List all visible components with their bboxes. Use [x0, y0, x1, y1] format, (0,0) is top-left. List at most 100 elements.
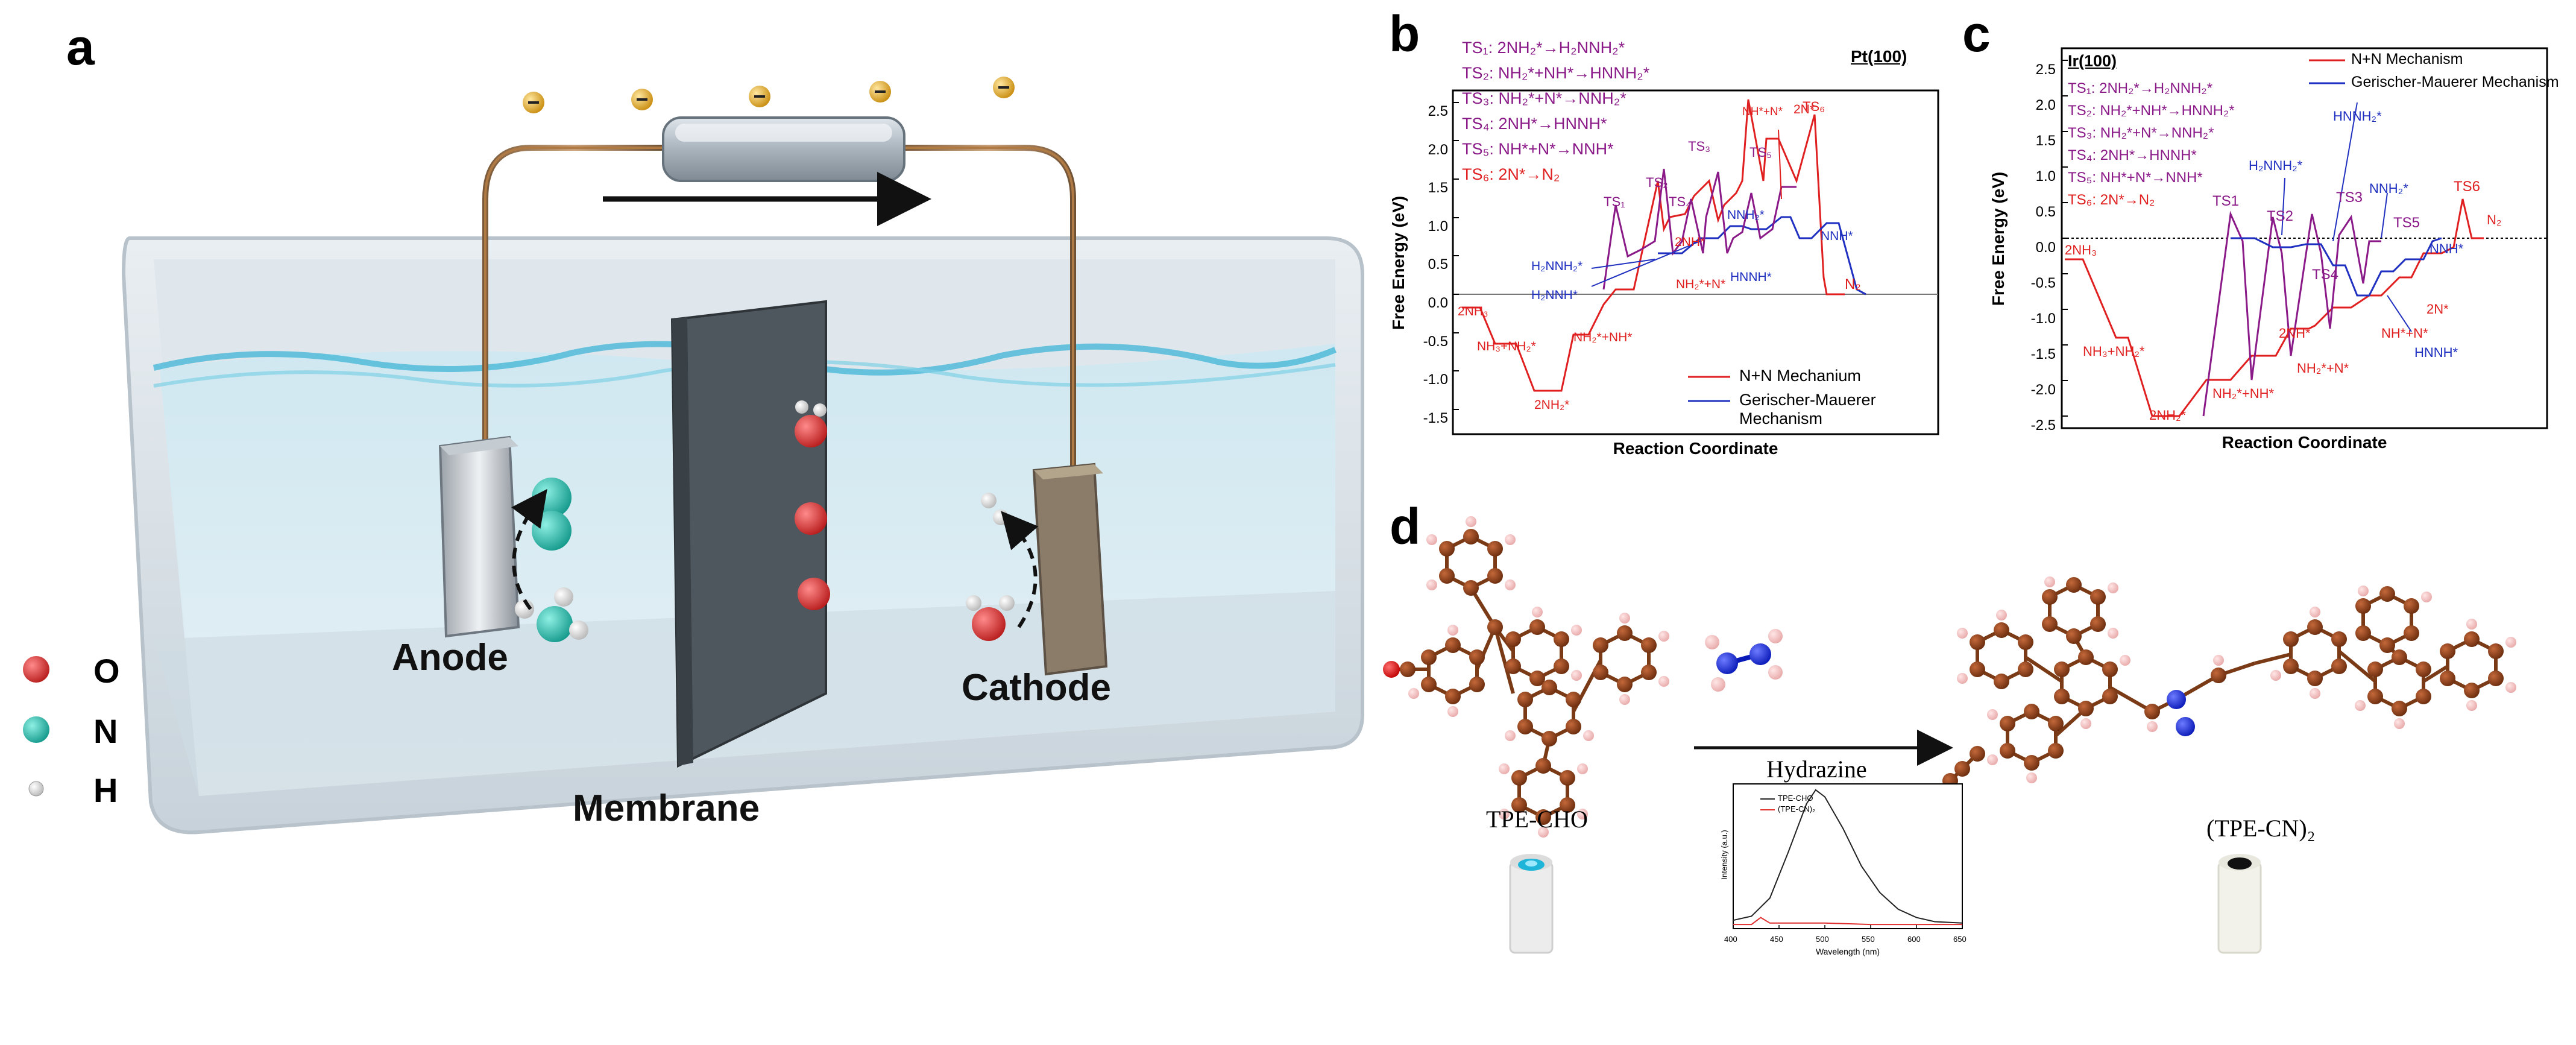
ir-ytick-labels: 2.5 2.0 1.5 1.0 0.5 0.0 -0.5 -1.0 -1.5 -… [2014, 52, 2056, 443]
pt-ytick: 0.5 [1428, 256, 1448, 273]
membrane [670, 300, 827, 768]
ir-lbl-2n: 2N* [2426, 302, 2449, 317]
inset-xtick: 500 [1816, 935, 1829, 944]
ir-ts-peaks [2202, 210, 2381, 417]
ir-lbl-ts5: TS5 [2393, 215, 2420, 231]
ir-lbl-ts6: TS6 [2454, 178, 2481, 195]
inset-legend: TPE-CHO (TPE-CN)₂ [1760, 793, 1815, 815]
ir-ts-list: TS₁: 2NH₂*→H₂NNH₂* TS₂: NH₂*+NH*→HNNH₂* … [2068, 77, 2235, 211]
pt-ytick: 1.0 [1428, 218, 1448, 235]
pt-ts-list: TS₁: 2NH₂*→H₂NNH₂* TS₂: NH₂*+NH*→HNNH₂* … [1462, 35, 1649, 187]
pt-ytick: 2.5 [1428, 103, 1448, 119]
ir-ylabel: Free Energy (eV) [1989, 171, 2008, 306]
vial-tpe-cho [1509, 854, 1554, 954]
right-molecule-label: (TPE-CN)₂ [2206, 815, 2316, 842]
pt-lbl-nhn: NH*+N* [1742, 106, 1783, 118]
ir-energy-diagram [2061, 47, 2548, 429]
ir-legend-nn: N+N Mechanism [2351, 51, 2463, 68]
pt-ytick-labels: 2.5 2.0 1.5 1.0 0.5 0.0 -0.5 -1.0 -1.5 [1405, 92, 1448, 437]
pt-lbl-nh2n: NH₂*+N* [1676, 277, 1726, 291]
legend-o-atom [23, 656, 49, 683]
legend-o-label: O [93, 652, 120, 690]
inset-marks [1733, 789, 1963, 929]
inset-legend-item: (TPE-CN)₂ [1760, 804, 1815, 815]
pt-lbl-ts6: TS₆ [1803, 99, 1825, 114]
ir-lbl-2nh3: 2NH₃ [2065, 242, 2097, 257]
ir-ytick: -0.5 [2030, 275, 2056, 291]
ir-lbl-hnnh2: HNNH₂* [2333, 109, 2382, 124]
pt-lbl-nnh2: NNH₂* [1727, 208, 1765, 222]
inset-legend-swatch [1760, 809, 1775, 810]
pt-energy-diagram [1452, 89, 1939, 435]
left-molecule-label: TPE-CHO [1486, 806, 1588, 833]
ir-ytick: 0.0 [2035, 239, 2056, 256]
pt-lbl-2nh3: 2NH₃ [1458, 305, 1488, 318]
pt-ts1: TS₁: 2NH₂*→H₂NNH₂* [1462, 39, 1625, 57]
cathode-label: Cathode [962, 667, 1111, 709]
spectrum-series-2 [1733, 917, 1962, 926]
ir-lbl-nnh: NNH* [2430, 241, 2464, 256]
ir-lbl-nhn: NH*+N* [2381, 326, 2428, 341]
tpe-cn2-molecule [1933, 576, 2516, 795]
pt-ytick: 1.5 [1428, 180, 1448, 197]
reaction-scheme [1383, 516, 2516, 954]
panel-letter-d: d [1390, 498, 1421, 555]
electrolyzer-illustration [23, 77, 1364, 835]
ir-ytick: -2.5 [2030, 417, 2056, 434]
cathode-cycle-arrow [1001, 511, 1039, 628]
ir-ts3: TS₃: NH₂*+N*→NNH₂* [2068, 125, 2214, 141]
pt-lbl-2nh: 2NH* [1675, 235, 1705, 249]
legend-h-atom [28, 781, 44, 797]
tpe-cho-molecule [1383, 516, 1669, 838]
membrane-label: Membrane [573, 788, 760, 829]
ir-lbl-hnnh: HNNH* [2414, 345, 2458, 360]
inset-xtick: 600 [1907, 935, 1921, 944]
ir-lbl-ts3: TS3 [2336, 189, 2363, 206]
pt-lbl-hnnh: HNNH* [1730, 270, 1772, 284]
pt-ts5: TS₅: NH*+N*→NNH* [1462, 140, 1614, 158]
pt-xlabel: Reaction Coordinate [1613, 439, 1778, 458]
spectrum-series-1 [1733, 789, 1963, 924]
ir-lbl-2nh: 2NH* [2279, 326, 2311, 341]
power-supply [662, 116, 905, 182]
legend-n-label: N [93, 712, 118, 750]
pt-lbl-h2nnh2: H₂NNH₂* [1531, 259, 1583, 273]
reagent-label: Hydrazine [1766, 756, 1867, 783]
pt-legend-nn: N+N Mechanium [1739, 367, 1861, 385]
pt-lbl-2n: 2N* [1793, 103, 1815, 116]
pt-lbl-h2nnh: H₂NNH* [1531, 288, 1578, 302]
panel-letter-a: a [66, 19, 95, 75]
ir-lbl-ts4: TS4 [2312, 267, 2339, 283]
ir-ytick: 2.0 [2035, 97, 2056, 113]
inset-xtick: 650 [1953, 935, 1967, 944]
ir-xlabel: Reaction Coordinate [2222, 433, 2387, 452]
ir-ytick: 1.5 [2035, 133, 2056, 149]
pt-ytick: -1.5 [1423, 409, 1448, 426]
ir-yticks [2062, 60, 2068, 417]
inset-legend-item: TPE-CHO [1760, 793, 1815, 804]
ir-ytick: -1.0 [2030, 311, 2056, 327]
inset-xtick: 550 [1862, 935, 1875, 944]
pt-legend-gm: Gerischer-Mauerer Mechanism [1739, 391, 1876, 428]
ir-nn-path [2065, 198, 2484, 417]
legend-n-atom [23, 716, 49, 743]
inset-xtick: 450 [1770, 935, 1783, 944]
ir-ytick: 1.0 [2035, 168, 2056, 185]
inset-xtick: 400 [1724, 935, 1737, 944]
legend-h-label: H [93, 771, 118, 809]
pt-lbl-ts2: TS₂ [1646, 175, 1668, 190]
ir-lbl-2nh2: 2NH₂* [2149, 408, 2187, 423]
anode-electrode [438, 435, 520, 638]
pt-lbl-ts4: TS₄ [1669, 194, 1692, 209]
panel-d: d [1375, 494, 2576, 1045]
pt-ytick: 2.0 [1428, 141, 1448, 158]
ir-ytick: 0.5 [2035, 204, 2056, 220]
ir-lbl-nnh2: NNH₂* [2369, 181, 2408, 196]
pt-lbl-ts5: TS₅ [1749, 145, 1772, 160]
inset-xlabel: Wavelength (nm) [1815, 947, 1880, 956]
panel-letter-b: b [1389, 5, 1420, 62]
pt-lbl-n2: N₂ [1845, 276, 1861, 292]
panel-letter-c: c [1962, 5, 1991, 62]
ir-ts1: TS₁: 2NH₂*→H₂NNH₂* [2068, 80, 2213, 96]
pt-ytick: -1.0 [1423, 371, 1448, 388]
